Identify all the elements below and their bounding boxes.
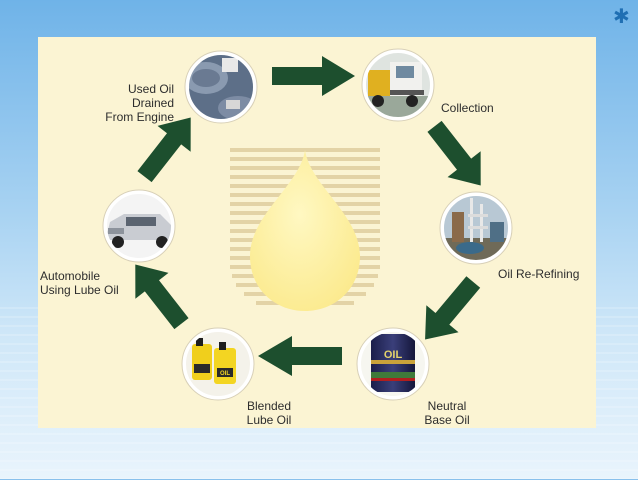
- label-automobile: Automobile Using Lube Oil: [40, 269, 119, 297]
- label-neutral-line2: Base Oil: [424, 413, 470, 427]
- label-used-oil-line3: From Engine: [105, 110, 174, 124]
- suv-icon: [102, 189, 176, 263]
- lube-jugs-icon: OIL: [181, 327, 255, 401]
- oil-drum-icon: [184, 50, 258, 124]
- arrow-collection-to-refining: [427, 120, 481, 186]
- tow-truck-icon: [361, 48, 435, 122]
- label-automobile-line1: Automobile: [40, 269, 101, 283]
- arrow-refining-to-neutral: [425, 276, 481, 340]
- label-collection: Collection: [441, 101, 494, 115]
- label-neutral-line1: Neutral: [427, 399, 467, 413]
- refinery-icon: [439, 191, 513, 265]
- slide-star-icon: ✱: [613, 4, 630, 28]
- label-re-refining-line1: Oil Re-Refining: [498, 267, 580, 281]
- label-re-refining: Oil Re-Refining: [498, 267, 579, 281]
- jug-label: OIL: [220, 371, 230, 377]
- label-used-oil-line1: Used Oil: [127, 82, 174, 96]
- label-blended-line2: Lube Oil: [246, 413, 292, 427]
- arrow-auto-to-used: [137, 117, 191, 183]
- label-used-oil-line2: Drained: [131, 96, 174, 110]
- arrow-neutral-to-blended: [258, 336, 342, 376]
- arrow-used-to-collection: [272, 56, 355, 96]
- oil-barrel-icon: OIL: [356, 327, 430, 401]
- oil-drop-icon: [230, 148, 380, 311]
- label-used-oil: Used Oil Drained From Engine: [100, 82, 174, 124]
- drum-label: OIL: [384, 349, 403, 361]
- label-collection-line1: Collection: [441, 101, 494, 115]
- label-blended-line1: Blended: [246, 399, 292, 413]
- arrow-blended-to-auto: [135, 264, 189, 330]
- label-automobile-line2: Using Lube Oil: [40, 283, 119, 297]
- label-blended-lube-oil: Blended Lube Oil: [238, 399, 300, 427]
- label-neutral-base-oil: Neutral Base Oil: [416, 399, 478, 427]
